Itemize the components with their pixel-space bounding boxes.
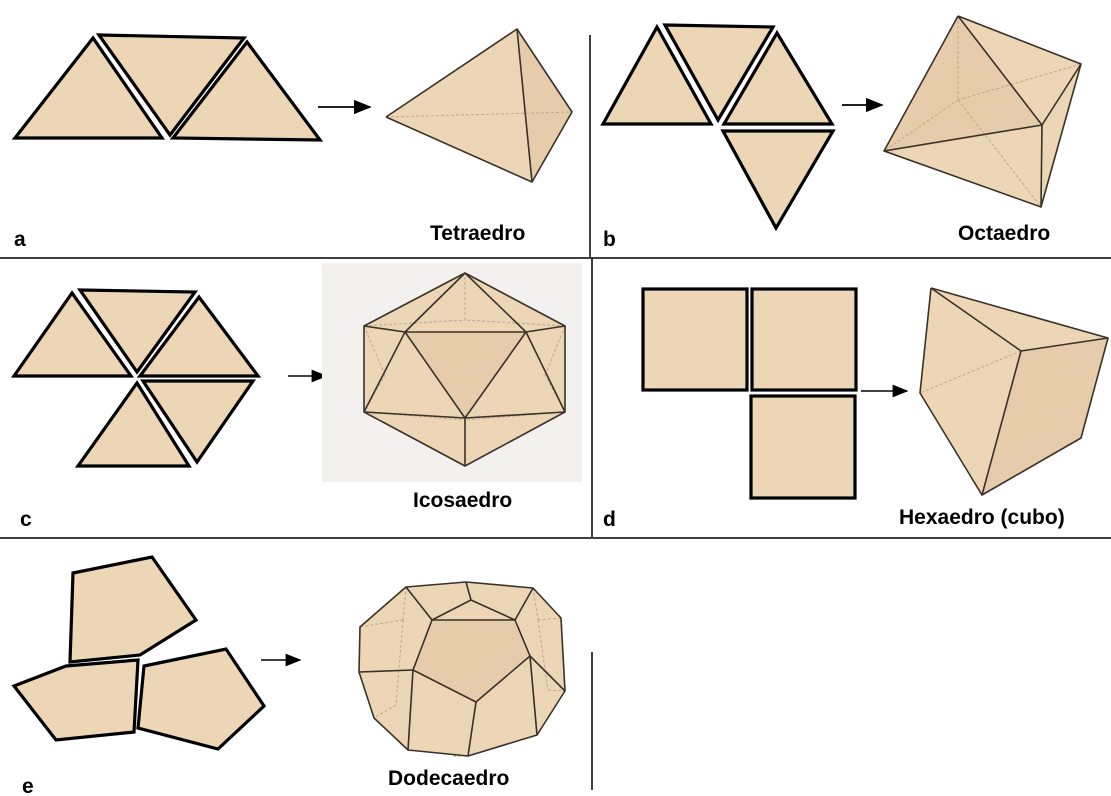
panel-letter: d [603,508,616,531]
solid-face-front [413,620,530,702]
solid-tetrahedron [385,28,573,183]
panel-e: e Dodecaedro [11,555,566,796]
hidden-edge-3 [957,63,1082,101]
panel-letter: e [22,775,34,796]
net-octahedron [600,23,836,232]
panel-letter: a [14,228,26,251]
solid-edge-4 [1040,124,1043,208]
solid-outline [919,287,1109,496]
solid-face-right [517,29,572,182]
net-square-3 [749,394,857,500]
net-triangle-3 [136,294,262,378]
net-dodecahedron [11,555,267,751]
solid-name: Tetraedro [430,222,525,245]
net-triangle-3 [169,39,324,142]
hidden-edge-4 [957,99,1042,208]
solid-icosahedron [322,263,582,482]
solid-octahedron [883,15,1082,208]
solid-edge-3 [1041,63,1082,126]
panel-b: b Octaedro [600,15,1082,251]
net-cube [641,287,858,500]
solid-edge-1 [930,287,1022,352]
hidden-edge [919,350,1022,394]
panel-c: c Icosaedro [10,263,582,531]
solid-dodecahedron [358,581,566,757]
net-triangle-3 [721,29,835,126]
solid-face-top [931,288,1108,351]
visible-edges [358,581,566,757]
net-square-1 [641,287,749,392]
solid-face-right [982,338,1108,495]
net-triangle-1 [10,290,135,378]
visible-edges [363,272,566,467]
solid-name: Dodecaedro [388,767,509,790]
solid-outline [385,28,573,183]
solid-face-front [405,332,526,418]
grid-lines [0,35,1111,790]
net-pentagon-3 [136,647,267,751]
net-tetrahedron [11,33,324,142]
solid-face-left [386,29,532,182]
panel-letter: b [603,228,616,251]
net-triangle-2 [95,33,248,138]
solid-edge-2 [1020,337,1109,352]
solid-name: Icosaedro [413,489,512,512]
net-triangle-2 [76,288,199,375]
net-triangle-2 [662,23,776,124]
solid-name: Hexaedro (cubo) [899,506,1065,529]
panel-d: d Hexaedro (cubo) [603,287,1109,531]
solid-edge [516,28,533,183]
net-triangle-5 [140,379,257,465]
solid-cube [919,287,1109,496]
net-triangle-4 [74,380,192,468]
hidden-edge [385,111,573,118]
net-pentagon-1 [68,555,199,664]
solid-edge-3 [981,350,1022,496]
hidden-edges [359,586,566,757]
net-triangle-1 [600,23,714,126]
net-triangle-1 [11,35,166,140]
net-triangle-4 [720,129,836,232]
panel-a: a Tetraedro [11,28,573,251]
solid-name: Octaedro [958,222,1050,245]
net-square-2 [750,287,858,392]
net-icosahedron [10,288,262,468]
panel-letter: c [20,508,32,531]
solid-edge-1 [957,15,1043,126]
net-pentagon-2 [11,658,140,742]
solid-edge-2 [883,124,1043,152]
solid-face-front [884,16,1042,151]
